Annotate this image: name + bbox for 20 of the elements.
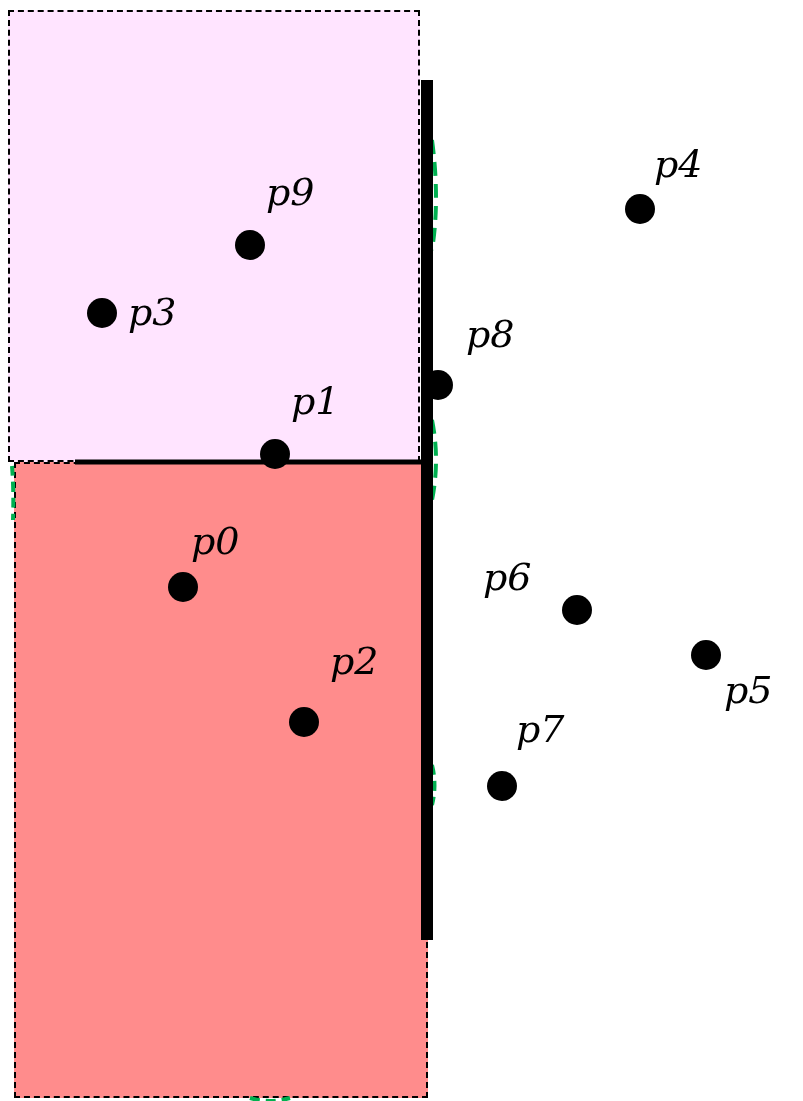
point-dot [260,439,290,469]
point-label: p9 [266,173,315,211]
point-dot [168,572,198,602]
point-dot [235,230,265,260]
point-dot [562,595,592,625]
point-dot [691,640,721,670]
point-label: p4 [654,145,703,183]
point-label: p8 [466,315,515,353]
point-label: p6 [483,558,532,596]
point-label: p0 [191,522,240,560]
point-dot [625,194,655,224]
point-label: p7 [516,710,565,748]
point-dot [289,707,319,737]
point-dot [87,298,117,328]
point-label: p1 [291,382,340,420]
point-dot [487,771,517,801]
region-rectangle [14,462,428,1098]
point-label: p3 [128,293,177,331]
point-label: p5 [724,671,773,709]
point-label: p2 [330,642,379,680]
